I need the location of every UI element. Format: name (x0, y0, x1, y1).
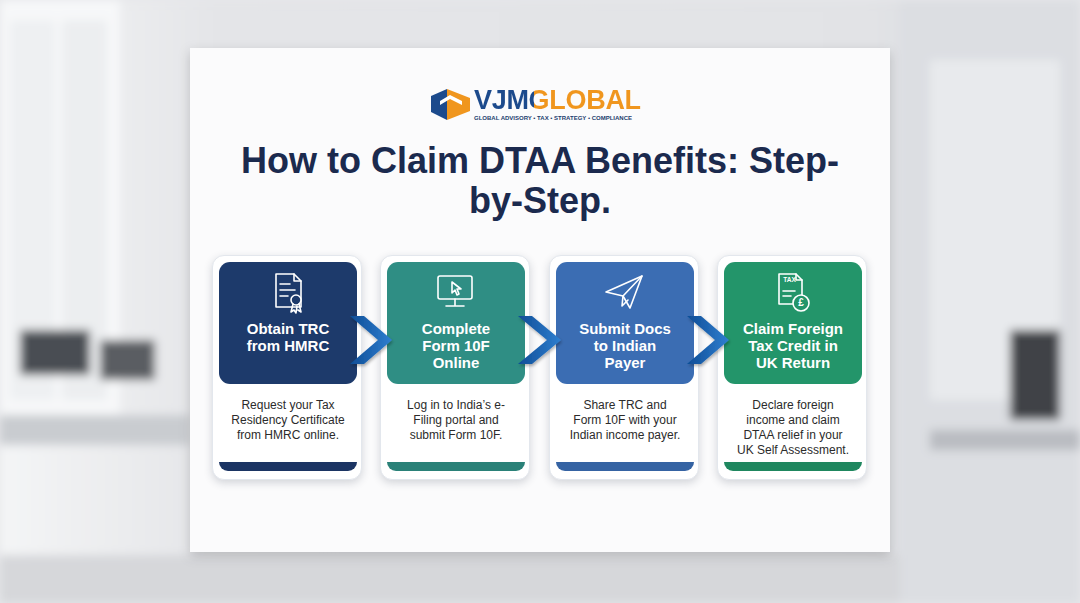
stand (446, 299, 464, 306)
chevron-arrow (350, 316, 392, 364)
paper-plane-icon (606, 276, 642, 308)
step-card: Submit Docs to Indian PayerShare TRC and… (549, 255, 699, 480)
board (190, 48, 890, 552)
document-fold (796, 274, 802, 280)
chevron-arrow (518, 316, 561, 364)
icon-symbol: £ (793, 297, 809, 309)
step-heading: Complete Form 10F Online (403, 320, 509, 371)
monitor (20, 330, 90, 375)
cursor (452, 282, 461, 295)
card-bottom-bar (387, 462, 525, 471)
coin (793, 295, 809, 311)
seal-ribbon (291, 304, 301, 313)
plane-fold (622, 276, 642, 306)
certificate-icon (276, 274, 301, 313)
document-lines (783, 291, 795, 296)
card-bottom-bar (219, 462, 357, 471)
screen (438, 276, 472, 299)
document-fold (294, 274, 301, 281)
step-description: Request your Tax Residency Certificate f… (228, 398, 348, 443)
tax-document-icon (779, 274, 809, 311)
step-heading: Obtain TRC from HMRC (235, 320, 341, 354)
logo-mark (431, 89, 470, 120)
step-card: Claim Foreign Tax Credit in UK ReturnDec… (717, 255, 867, 480)
card-bottom-bar (556, 462, 694, 471)
icon-text: TAX (778, 276, 801, 284)
desk (930, 430, 1080, 450)
step-card: Obtain TRC from HMRC Request your Tax Res… (212, 255, 362, 480)
brand-tagline: GLOBAL ADVISORY • TAX • STRATEGY • COMPL… (474, 114, 654, 122)
diagram-title: How to Claim DTAA Benefits: Step-by-Step… (230, 141, 850, 221)
card-bottom-bar (724, 462, 862, 471)
step-description: Log in to India’s e-Filing portal and su… (396, 398, 516, 443)
chair (1010, 330, 1060, 420)
document-outline (276, 274, 301, 307)
chevron-arrow (687, 316, 729, 364)
logo-shape (440, 95, 462, 105)
step-heading: Claim Foreign Tax Credit in UK Return (740, 320, 846, 371)
logo-shape (447, 89, 470, 120)
glass-wall (900, 0, 1080, 603)
document-lines (280, 284, 295, 296)
step-description: Share TRC and Form 10F with your Indian … (568, 398, 682, 443)
brand-wordmark: VJMGLOBAL (474, 85, 641, 115)
monitor-icon (438, 276, 472, 306)
desk (0, 415, 190, 445)
monitor (100, 340, 155, 380)
logo-shape (431, 89, 447, 120)
plane-body (606, 276, 642, 308)
step-description: Declare foreign income and claim DTAA re… (734, 398, 852, 458)
step-card: Complete Form 10F OnlineLog in to India’… (380, 255, 530, 480)
step-heading: Submit Docs to Indian Payer (572, 320, 678, 371)
